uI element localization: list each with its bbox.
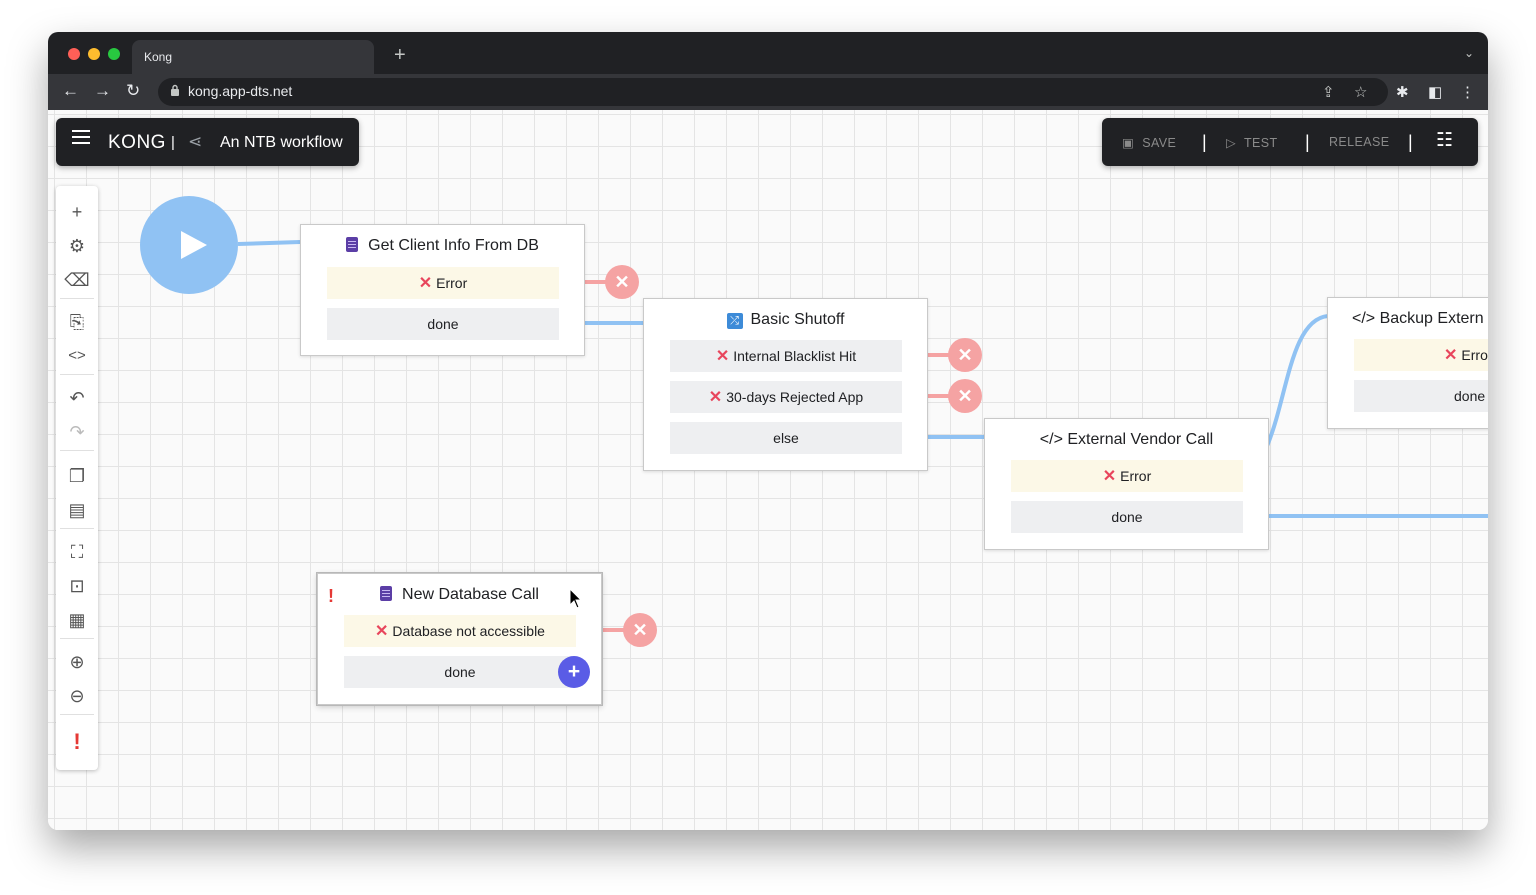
release-button[interactable]: RELEASE	[1329, 135, 1390, 149]
browser-toolbar: ← → ↻ kong.app-dts.net ⇪ ☆ ✱ ◧ ⋮	[48, 74, 1488, 110]
browser-menu-icon[interactable]: ⋮	[1460, 84, 1475, 101]
node-title: Basic Shutoff	[750, 311, 845, 328]
paste-icon[interactable]: ▤	[68, 500, 86, 520]
end-error-node[interactable]: ✕	[948, 338, 982, 372]
share-icon[interactable]: ⋖	[188, 132, 203, 151]
port-else[interactable]: else	[670, 422, 902, 454]
workflow-canvas[interactable]: KONG | ⋖ An NTB workflow ▣SAVE | ▷TEST |…	[48, 110, 1488, 830]
port-done[interactable]: done	[344, 656, 576, 688]
node-title: </> Backup Extern	[1352, 310, 1484, 327]
port-rejected-app[interactable]: ✕30-days Rejected App	[670, 381, 902, 413]
share-page-icon[interactable]: ⇪	[1322, 84, 1335, 101]
node-title: </> External Vendor Call	[1039, 431, 1214, 448]
start-node[interactable]	[140, 196, 238, 294]
port-error[interactable]: ✕Erro	[1354, 339, 1488, 371]
browser-tab[interactable]: Kong	[132, 40, 374, 74]
node-new-database-call[interactable]: ! New Database Call ✕Database not access…	[317, 573, 602, 705]
error-x-icon: ✕	[708, 389, 723, 406]
port-error[interactable]: ✕Error	[1011, 460, 1243, 492]
settings-icon[interactable]: ⚙	[68, 236, 86, 256]
port-done[interactable]: done	[1011, 501, 1243, 533]
test-button[interactable]: ▷TEST	[1226, 136, 1278, 150]
maximize-window-button[interactable]	[108, 48, 120, 60]
document-icon[interactable]: ⎘	[69, 312, 85, 332]
error-x-icon: ✕	[375, 623, 389, 640]
error-x-icon: ✕	[1444, 347, 1458, 364]
warning-icon[interactable]: !	[73, 729, 81, 754]
mouse-cursor-icon	[569, 588, 583, 609]
port-done[interactable]: done	[327, 308, 559, 340]
database-icon	[346, 237, 359, 252]
browser-window: Kong + ⌄ ← → ↻ kong.app-dts.net ⇪ ☆ ✱ ◧ …	[48, 32, 1488, 830]
add-icon[interactable]: +	[71, 202, 83, 222]
focus-icon[interactable]: ⊡	[69, 576, 85, 596]
node-warning-icon: !	[328, 586, 334, 606]
reload-icon[interactable]: ↻	[126, 81, 141, 100]
code-icon[interactable]: <>	[68, 347, 86, 364]
close-window-button[interactable]	[68, 48, 80, 60]
side-panel-icon[interactable]: ◧	[1428, 84, 1443, 101]
play-circle-icon: ▷	[1226, 136, 1237, 150]
node-basic-shutoff[interactable]: ⤮ Basic Shutoff ✕Internal Blacklist Hit ✕…	[643, 298, 928, 471]
address-bar[interactable]: kong.app-dts.net ⇪ ☆	[158, 78, 1388, 106]
end-error-node[interactable]: ✕	[948, 379, 982, 413]
lock-icon	[171, 84, 179, 96]
header-divider: |	[171, 134, 175, 151]
app-header: KONG | ⋖ An NTB workflow	[56, 118, 359, 166]
layout-icon[interactable]: ▦	[68, 610, 86, 630]
back-icon[interactable]: ←	[62, 81, 79, 100]
forward-icon[interactable]: →	[94, 81, 111, 100]
save-button[interactable]: ▣SAVE	[1122, 136, 1177, 150]
database-icon	[380, 586, 393, 601]
url-text: kong.app-dts.net	[188, 83, 293, 99]
node-title: New Database Call	[402, 586, 539, 603]
add-connection-button[interactable]: +	[558, 656, 590, 688]
error-x-icon: ✕	[715, 348, 730, 365]
tool-sidebar: + ⚙ ⌫ ⎘ <> ↶ ↷ ❐ ▤ ⛶ ⊡ ▦ ⊕ ⊖ !	[56, 186, 98, 770]
action-bar: ▣SAVE | ▷TEST | RELEASE | ☷	[1102, 118, 1478, 166]
port-database-not-accessible[interactable]: ✕Database not accessible	[344, 615, 576, 647]
menu-icon[interactable]	[72, 136, 90, 138]
port-error[interactable]: ✕Error	[327, 267, 559, 299]
port-done[interactable]: done	[1354, 380, 1488, 412]
bookmark-star-icon[interactable]: ☆	[1354, 84, 1368, 101]
port-blacklist-hit[interactable]: ✕Internal Blacklist Hit	[670, 340, 902, 372]
node-title: Get Client Info From DB	[368, 237, 539, 254]
delete-icon[interactable]: ⌫	[64, 270, 90, 290]
undo-icon[interactable]: ↶	[69, 388, 85, 408]
tab-search-icon[interactable]: ⌄	[1463, 46, 1474, 60]
list-view-icon[interactable]: ☷	[1436, 130, 1454, 151]
fit-screen-icon[interactable]: ⛶	[70, 542, 84, 562]
minimize-window-button[interactable]	[88, 48, 100, 60]
zoom-in-icon[interactable]: ⊕	[69, 652, 85, 672]
workflow-name[interactable]: An NTB workflow	[220, 134, 343, 151]
tab-title: Kong	[144, 50, 173, 64]
shuffle-icon: ⤮	[726, 313, 743, 329]
browser-titlebar: Kong + ⌄	[48, 32, 1488, 74]
redo-icon[interactable]: ↷	[69, 422, 85, 442]
node-backup-external[interactable]: </> Backup Extern ✕Erro done	[1327, 297, 1488, 429]
extensions-icon[interactable]: ✱	[1396, 84, 1409, 101]
node-external-vendor-call[interactable]: </> External Vendor Call ✕Error done	[984, 418, 1269, 550]
save-icon: ▣	[1122, 136, 1135, 150]
zoom-out-icon[interactable]: ⊖	[69, 686, 85, 706]
end-error-node[interactable]: ✕	[605, 265, 639, 299]
play-icon	[181, 231, 207, 259]
app-brand: KONG	[108, 132, 166, 153]
end-error-node[interactable]: ✕	[623, 613, 657, 647]
node-get-client-info[interactable]: Get Client Info From DB ✕Error done	[300, 224, 585, 356]
new-tab-button[interactable]: +	[394, 44, 406, 66]
wire-start-to-get-client	[237, 240, 301, 246]
error-x-icon: ✕	[1102, 468, 1117, 485]
copy-icon[interactable]: ❐	[68, 466, 86, 486]
error-x-icon: ✕	[418, 275, 433, 292]
